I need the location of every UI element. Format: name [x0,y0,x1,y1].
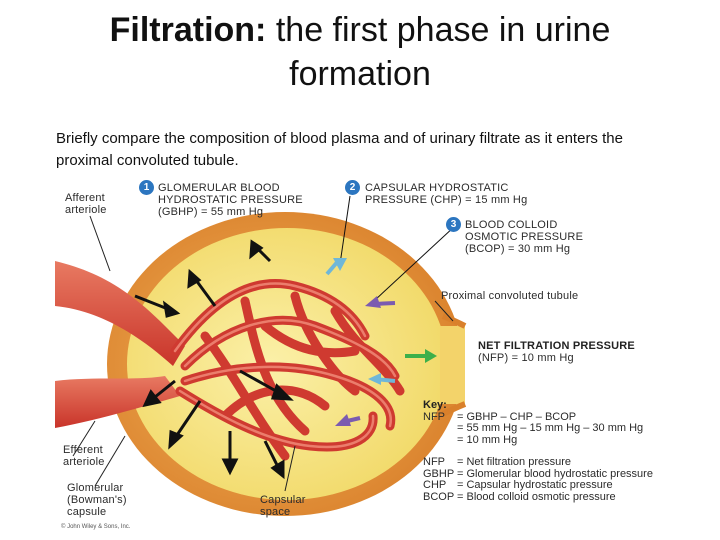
title-rest: the first phase in urine [266,11,611,49]
title-bold: Filtration: [109,11,267,49]
key-heading: Key: [423,399,447,411]
slide-title: Filtration: the first phase in urine for… [60,8,660,96]
proximal-tubule-shape [440,326,465,404]
efferent-arteriole-vessel [55,376,180,428]
key-def-row: NFP= Net filtration pressure [423,455,572,468]
afferent-arteriole-vessel [55,261,185,366]
glomerular-capsule-label: Glomerular(Bowman's)capsule [67,482,127,518]
intro-text: Briefly compare the composition of blood… [56,130,623,169]
proximal-tubule-label: Proximal convoluted tubule [441,290,579,302]
key-row: = 55 mm Hg – 15 mm Hg – 30 mm Hg [457,422,644,435]
key-def-row: CHP= Capsular hydrostatic pressure [423,479,613,492]
badge-3: 3 [446,217,461,232]
badge-2: 2 [345,180,360,195]
glomerulus-illustration [55,195,467,516]
gbhp-arrows [134,239,294,480]
key-legend: Key: NFP= GBHP – CHP – BCOP = 55 mm Hg –… [423,399,653,504]
badge-1: 1 [139,180,154,195]
nfp-arrow [425,349,437,363]
key-row: = 10 mm Hg [457,434,518,447]
key-row: NFP= GBHP – CHP – BCOP [423,410,577,423]
nfp-label: NET FILTRATION PRESSURE(NFP) = 10 mm Hg [478,340,635,364]
key-def-row: BCOP= Blood colloid osmotic pressure [423,490,616,503]
key-def-row: GBHP= Glomerular blood hydrostatic press… [423,467,653,480]
title-line2: formation [289,55,431,93]
copyright-notice: © John Wiley & Sons, Inc. [61,524,131,530]
